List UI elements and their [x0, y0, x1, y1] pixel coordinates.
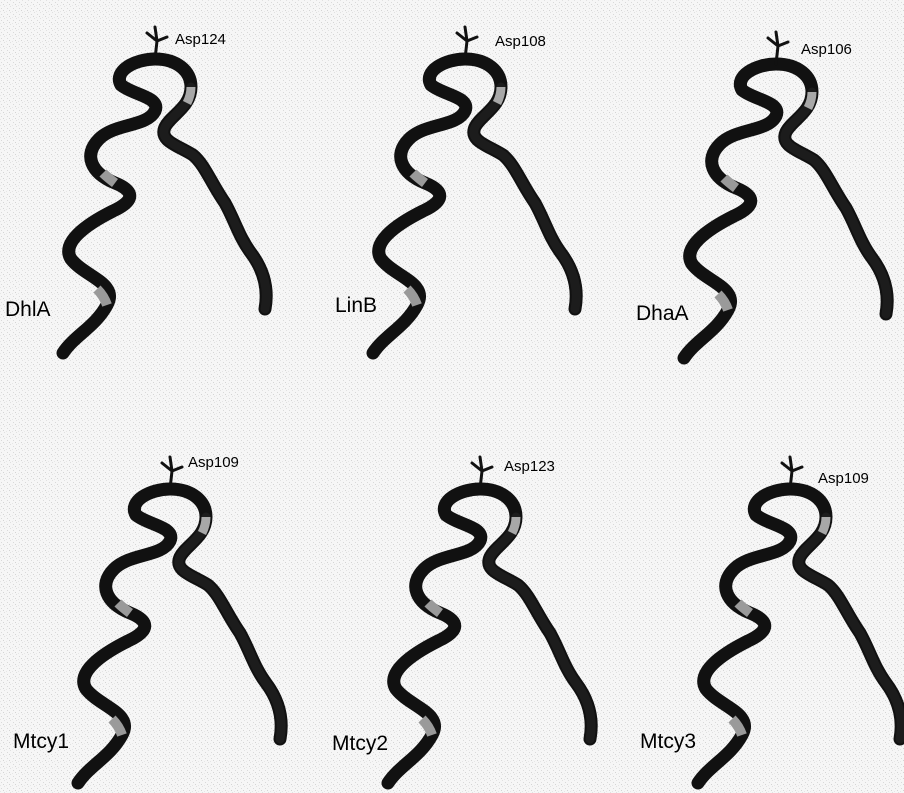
panel-dhaa: Asp106 DhaA	[636, 32, 887, 358]
residue-label: Asp108	[495, 33, 546, 50]
panel-label: DhaA	[636, 302, 689, 325]
panel-label: Mtcy2	[332, 732, 388, 755]
panel-mtcy2: Asp123 Mtcy2	[332, 457, 591, 783]
residue-label: Asp106	[801, 41, 852, 58]
panel-label: DhlA	[5, 298, 51, 321]
panel-mtcy3: Asp109 Mtcy3	[640, 457, 901, 783]
residue-label: Asp124	[175, 31, 226, 48]
panel-mtcy1: Asp109 Mtcy1	[13, 454, 281, 783]
residue-label: Asp109	[818, 470, 869, 487]
panel-label: Mtcy3	[640, 730, 696, 753]
panel-linb: Asp108 LinB	[335, 27, 576, 353]
panel-label: LinB	[335, 294, 377, 317]
residue-label: Asp109	[188, 454, 239, 471]
residue-label: Asp123	[504, 458, 555, 475]
panel-label: Mtcy1	[13, 730, 69, 753]
panel-dhla: Asp124 DhlA	[5, 27, 266, 353]
